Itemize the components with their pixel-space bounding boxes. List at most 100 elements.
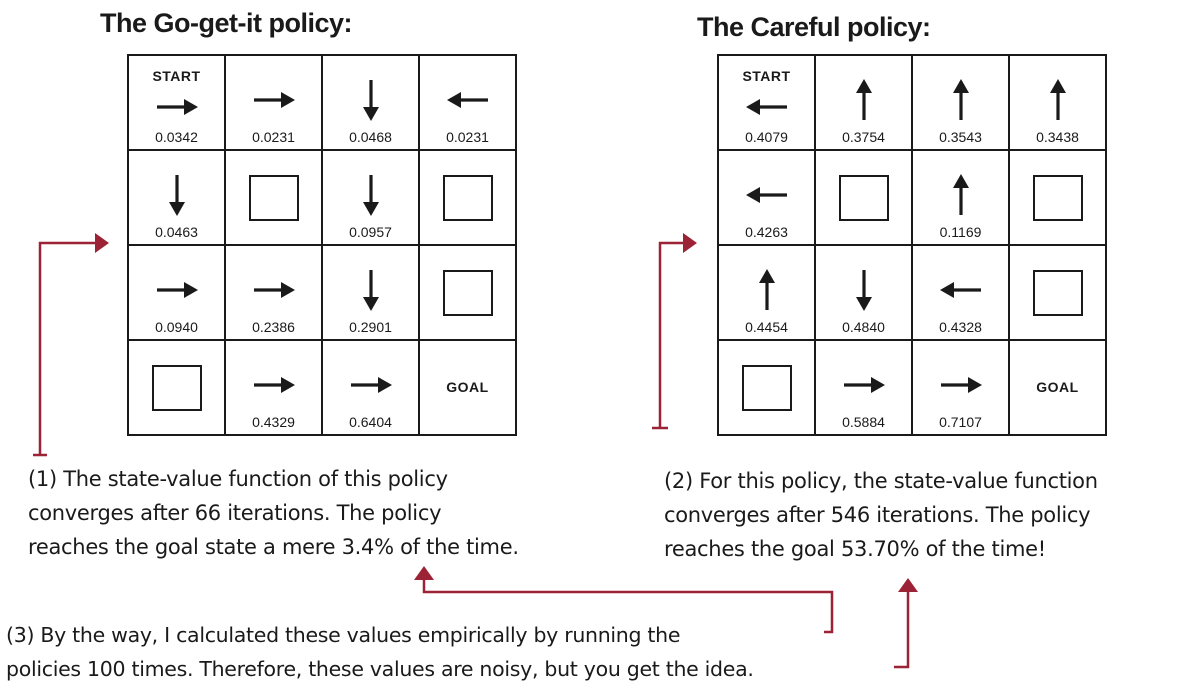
state-value: 0.0940	[155, 319, 198, 335]
policy-title-careful: The Careful policy:	[697, 12, 931, 42]
hole-square-icon	[442, 269, 493, 316]
note-3-line-2: policies 100 times. Therefore, these val…	[6, 657, 754, 681]
arrow-down-icon	[855, 269, 872, 311]
grid-cell: GOAL	[419, 340, 516, 435]
arrow-right-icon	[940, 376, 982, 393]
state-value: 0.2386	[252, 319, 295, 335]
arrow-up-icon	[758, 268, 775, 310]
grid-cell	[1009, 150, 1106, 245]
state-value: 0.7107	[939, 414, 982, 430]
start-label: START	[742, 68, 791, 84]
grid-cell: 0.3754	[815, 55, 912, 150]
grid-cell: 0.0957	[322, 150, 419, 245]
grid-cell: START 0.0342	[128, 55, 225, 150]
arrow-right-icon	[253, 281, 295, 298]
arrow-up-icon	[855, 78, 872, 120]
note-1-line-1: (1) The state-value function of this pol…	[28, 467, 448, 491]
grid-cell: 0.4263	[718, 150, 815, 245]
grid-cell	[718, 340, 815, 435]
state-value: 0.4328	[939, 319, 982, 335]
note-2-line-2: converges after 546 iterations. The poli…	[664, 503, 1091, 527]
grid-cell: 0.4454	[718, 245, 815, 340]
grid-cell	[128, 340, 225, 435]
arrow-left-icon	[446, 91, 488, 108]
grid-cell: 0.7107	[912, 340, 1009, 435]
grid-cell: 0.2386	[225, 245, 322, 340]
arrow-right-icon	[156, 99, 198, 116]
arrow-up-icon	[1049, 78, 1066, 120]
grid-cell: GOAL	[1009, 340, 1106, 435]
arrow-right-icon	[156, 281, 198, 298]
note-1-line-2: converges after 66 iterations. The polic…	[28, 501, 442, 525]
hole-square-icon	[741, 364, 792, 411]
state-value: 0.0957	[349, 224, 392, 240]
arrow-down-icon	[168, 174, 185, 216]
hole-square-icon	[442, 174, 493, 221]
hole-square-icon	[1032, 174, 1083, 221]
state-value: 0.3438	[1036, 129, 1079, 145]
hole-square-icon	[838, 174, 889, 221]
note-1-line-3: reaches the goal state a mere 3.4% of th…	[28, 535, 519, 559]
state-value: 0.4329	[252, 414, 295, 430]
state-value: 0.0342	[155, 129, 198, 145]
arrow-right-icon	[253, 376, 295, 393]
connector-note-3-to-note-1	[422, 580, 834, 634]
arrow-left-icon	[939, 281, 981, 298]
connector-arrowhead-icon	[683, 233, 697, 253]
connector-arrowhead-icon	[95, 233, 109, 253]
note-2: (2) For this policy, the state-value fun…	[664, 464, 1098, 566]
grid-cell: 0.3438	[1009, 55, 1106, 150]
state-value: 0.4079	[745, 129, 788, 145]
note-1: (1) The state-value function of this pol…	[28, 462, 519, 564]
grid-cell: 0.0231	[225, 55, 322, 150]
connector-note-2	[652, 241, 684, 430]
arrow-left-icon	[745, 186, 787, 203]
connector-note-3-to-note-2	[894, 592, 910, 669]
arrow-down-icon	[362, 269, 379, 311]
note-3-line-1: (3) By the way, I calculated these value…	[6, 623, 681, 647]
state-value: 0.0468	[349, 129, 392, 145]
state-value: 0.5884	[842, 414, 885, 430]
arrow-right-icon	[843, 376, 885, 393]
grid-cell: 0.1169	[912, 150, 1009, 245]
grid-cell	[815, 150, 912, 245]
grid-cell: 0.2901	[322, 245, 419, 340]
connector-note-1	[33, 241, 96, 457]
arrow-down-icon	[362, 79, 379, 121]
arrow-right-icon	[253, 91, 295, 108]
grid-cell	[225, 150, 322, 245]
arrow-up-icon	[952, 78, 969, 120]
note-2-line-1: (2) For this policy, the state-value fun…	[664, 469, 1098, 493]
state-value: 0.3543	[939, 129, 982, 145]
start-label: START	[152, 68, 201, 84]
goal-label: GOAL	[1036, 379, 1079, 395]
grid-cell	[419, 150, 516, 245]
note-3: (3) By the way, I calculated these value…	[6, 618, 754, 686]
grid-cell: 0.4840	[815, 245, 912, 340]
grid-cell: START 0.4079	[718, 55, 815, 150]
state-value: 0.0231	[252, 129, 295, 145]
grid-cell: 0.4328	[912, 245, 1009, 340]
policy-title-go-get-it: The Go-get-it policy:	[100, 8, 353, 38]
state-value: 0.4263	[745, 224, 788, 240]
hole-square-icon	[248, 174, 299, 221]
grid-cell: 0.5884	[815, 340, 912, 435]
state-value: 0.1169	[939, 224, 982, 240]
gridworld-careful: START 0.4079 0.3754 0.3543 0.3438 0.4263 0.116…	[717, 54, 1107, 436]
grid-cell: 0.6404	[322, 340, 419, 435]
note-2-line-3: reaches the goal 53.70% of the time!	[664, 537, 1046, 561]
state-value: 0.6404	[349, 414, 392, 430]
state-value: 0.2901	[349, 319, 392, 335]
grid-cell: 0.0468	[322, 55, 419, 150]
connector-arrowhead-icon	[898, 578, 918, 592]
grid-cell: 0.0231	[419, 55, 516, 150]
hole-square-icon	[1032, 269, 1083, 316]
goal-label: GOAL	[446, 379, 489, 395]
state-value: 0.0231	[446, 129, 489, 145]
state-value: 0.4454	[745, 319, 788, 335]
grid-cell: 0.0940	[128, 245, 225, 340]
grid-cell	[419, 245, 516, 340]
arrow-right-icon	[350, 376, 392, 393]
